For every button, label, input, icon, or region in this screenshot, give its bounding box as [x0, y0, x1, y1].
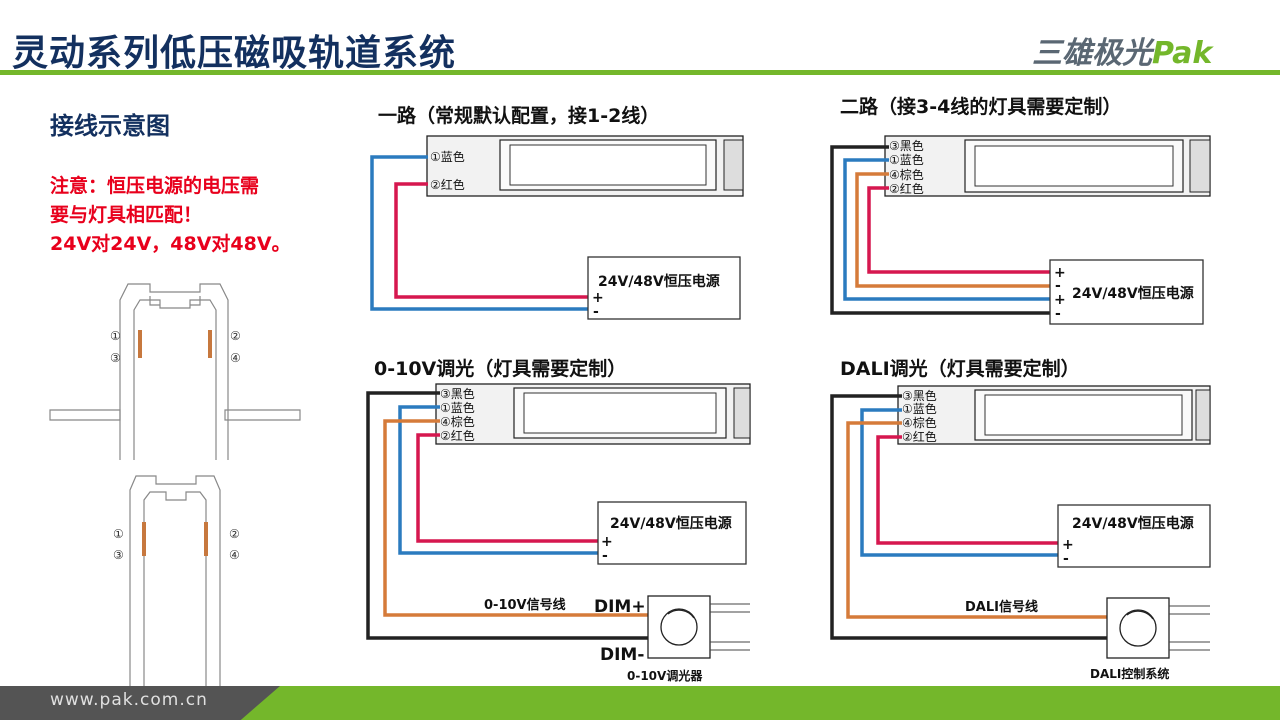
panel2-wire-labels: ③黑色 ①蓝色 ④棕色 ②红色	[889, 139, 924, 196]
track-label-1a: ①	[110, 329, 121, 343]
note-line-1: 注意：恒压电源的电压需	[50, 175, 260, 197]
panel4-title: DALI调光（灯具需要定制）	[840, 357, 1080, 380]
panel1-psu-label: 24V/48V恒压电源	[598, 273, 720, 290]
panel3-plus: +	[601, 534, 613, 550]
panel2-minus-2: -	[1055, 306, 1061, 322]
panel4-wire1-label: ③黑色	[902, 389, 937, 403]
panel2-wire1-label: ③黑色	[889, 139, 924, 153]
panel4-fixture	[897, 385, 1211, 445]
panel4-black-wire	[830, 394, 1107, 640]
panel1-wire2-label: ②红色	[430, 177, 465, 192]
panel4-signal-label: DALI信号线	[965, 599, 1038, 615]
panel4-minus: -	[1063, 551, 1069, 567]
track-label-3a: ③	[110, 351, 121, 365]
panel2-plus-1: +	[1054, 265, 1066, 281]
warning-note: 注意：恒压电源的电压需 要与灯具相匹配！ 24V对24V，48V对48V。	[50, 172, 340, 259]
panel3-minus: -	[602, 548, 608, 564]
panel1-psu-box	[587, 256, 741, 320]
panel3-wire1-label: ③黑色	[440, 387, 475, 401]
panel2-psu-box	[1049, 259, 1204, 325]
panel4-wire2-label: ①蓝色	[902, 402, 937, 416]
section-title: 接线示意图	[50, 112, 170, 140]
panel2-psu-label: 24V/48V恒压电源	[1072, 285, 1194, 302]
panel2-blue-wire	[843, 158, 1053, 301]
track-label-4a: ④	[230, 351, 241, 365]
panel4-wire-labels: ③黑色 ①蓝色 ④棕色 ②红色	[902, 389, 937, 444]
panel1-title: 一路（常规默认配置，接1-2线）	[378, 104, 659, 127]
panel4-wire3-label: ④棕色	[902, 415, 937, 430]
panel1-wire-labels: ①蓝色 ②红色	[430, 150, 465, 192]
track-label-2a: ②	[230, 329, 241, 343]
panel3-signal-label: 0-10V信号线	[484, 597, 566, 613]
panel2-wire4-label: ②红色	[889, 181, 924, 196]
panel4-wire4-label: ②红色	[902, 429, 937, 444]
footer-dark-block	[0, 686, 280, 720]
panel3-wire3-label: ④棕色	[440, 414, 475, 429]
title-divider	[0, 70, 1280, 75]
panel4-blue-wire	[860, 408, 1060, 557]
panel4-controller-device	[1106, 597, 1210, 659]
panel2-wire2-label: ①蓝色	[889, 153, 924, 167]
panel3-dim-plus: DIM+	[594, 597, 646, 617]
panel1-minus: -	[593, 304, 599, 320]
panel3-dim-minus: DIM-	[600, 645, 644, 665]
panel4-brown-wire	[846, 421, 1107, 619]
panel3-wire4-label: ②红色	[440, 428, 475, 443]
panel1-wire1-label: ①蓝色	[430, 150, 465, 164]
track-label-4b: ④	[229, 548, 240, 562]
panel4-red-wire	[876, 435, 1060, 545]
note-line-2: 要与灯具相匹配！	[50, 204, 203, 226]
panel3-black-wire	[366, 391, 650, 640]
panel4-plus: +	[1062, 537, 1074, 553]
panel2-wire3-label: ④棕色	[889, 167, 924, 182]
track-label-2b: ②	[229, 527, 240, 541]
brand-logo: 三雄极光Pak	[1032, 28, 1212, 72]
panel2-red-wire	[867, 186, 1053, 274]
panel2-brown-wire	[855, 172, 1053, 288]
logo-cn-text: 三雄极光	[1032, 36, 1152, 71]
panel4-psu-box	[1057, 504, 1211, 568]
panel3-dimmer-device	[647, 595, 750, 659]
track-labels: ① ③ ② ④ ① ③ ② ④	[110, 329, 241, 562]
panel2-plus-2: +	[1054, 292, 1066, 308]
page-title: 灵动系列低压磁吸轨道系统	[12, 33, 457, 74]
panel3-dimmer-label: 0-10V调光器	[627, 668, 703, 683]
panel2-black-wire	[830, 145, 1053, 315]
panel3-wire-labels: ③黑色 ①蓝色 ④棕色 ②红色	[440, 387, 475, 443]
track-label-3b: ③	[113, 548, 124, 562]
footer-url: www.pak.com.cn	[50, 690, 208, 710]
logo-en-text: Pak	[1152, 36, 1213, 71]
panel3-red-wire	[416, 433, 602, 543]
panel1-blue-wire	[370, 155, 592, 311]
panel3-title: 0-10V调光（灯具需要定制）	[374, 357, 626, 380]
panel3-brown-wire	[383, 419, 650, 617]
note-line-3: 24V对24V，48V对48V。	[50, 233, 291, 255]
track-label-1b: ①	[113, 527, 124, 541]
track-section-bottom	[129, 475, 221, 690]
panel3-wire2-label: ①蓝色	[440, 401, 475, 415]
panel3-psu-box	[597, 501, 747, 565]
panel3-fixture	[435, 383, 751, 445]
panel1-red-wire	[394, 182, 592, 299]
panel1-fixture	[426, 135, 744, 197]
panel3-blue-wire	[398, 405, 602, 555]
panel2-title: 二路（接3-4线的灯具需要定制）	[840, 95, 1121, 118]
panel2-minus-1: -	[1055, 278, 1061, 294]
panel4-psu-label: 24V/48V恒压电源	[1072, 515, 1194, 532]
panel4-controller-label: DALI控制系统	[1090, 666, 1169, 681]
panel3-psu-label: 24V/48V恒压电源	[610, 515, 732, 532]
panel2-fixture	[884, 135, 1211, 197]
panel1-plus: +	[592, 290, 604, 306]
track-section-top	[49, 283, 301, 460]
